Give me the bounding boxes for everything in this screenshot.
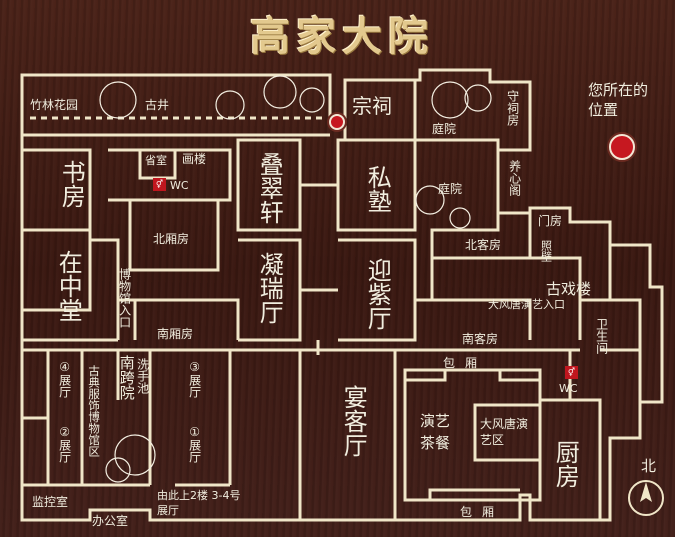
dieciu-label: 叠翠轩 — [255, 152, 284, 224]
box-bottom-wall — [428, 488, 520, 500]
handwash-label: 洗手池 — [135, 358, 150, 394]
yingzi-label: 迎紫厅 — [363, 258, 392, 330]
tree-icon — [415, 185, 445, 215]
museum-corridor — [108, 148, 240, 340]
south-guest-label: 南客房 — [462, 332, 499, 346]
wc-label-1: WC — [170, 179, 189, 192]
nankuayuan-label: 南跨院 — [117, 355, 136, 400]
banquet-label: 宴客厅 — [339, 385, 368, 457]
study-label: 书房 — [57, 160, 86, 208]
marker-dot[interactable] — [329, 114, 345, 130]
south-wing-label: 南厢房 — [157, 327, 194, 341]
hall2-label: ②展厅 — [57, 425, 72, 463]
box-top-label: 包厢 — [443, 356, 488, 370]
hall4-label: ④展厅 — [57, 360, 72, 398]
wc-icon: ⚥ — [153, 178, 166, 191]
painting-tower-label: 画楼 — [182, 152, 207, 166]
private-school-label: 私塾 — [363, 165, 392, 213]
tree-icon — [114, 434, 156, 476]
tree-icon — [99, 81, 137, 119]
office-label: 办公室 — [92, 514, 129, 528]
north-guest-label: 北客房 — [465, 238, 502, 252]
tree-icon — [299, 87, 325, 113]
tree-icon — [215, 90, 245, 120]
museum-entry-label: 博物馆入口 — [117, 268, 132, 328]
wc-label-2: WC — [559, 382, 578, 395]
hall1-label: ①展厅 — [187, 425, 202, 463]
dieciu-wall — [236, 138, 302, 232]
yangxin-label: 养心阁 — [507, 160, 522, 196]
nankuayuan-wall — [116, 350, 152, 485]
box-top-wall — [405, 370, 540, 382]
tree-icon — [449, 207, 471, 229]
tang-hall-label: 大风唐演艺区 — [480, 417, 529, 447]
upstairs-label: 由此上2楼 3-4号展厅 — [157, 489, 241, 517]
theater-label: 古戏楼 — [546, 280, 592, 298]
hall31-wall — [175, 350, 232, 487]
hall3-label: ③展厅 — [187, 360, 202, 398]
sheng-room-label: 省室 — [145, 154, 167, 167]
north-label: 北 — [641, 457, 657, 475]
tree-icon — [105, 457, 131, 483]
tea-hall-label: 演艺茶餐 — [420, 412, 451, 452]
wc-icon: ⚥ — [565, 366, 578, 379]
bamboo-garden-label: 竹林花园 — [30, 98, 79, 112]
restroom-label: 卫生间 — [594, 318, 609, 354]
yingzi-wall — [338, 238, 417, 342]
south-guest-wall — [415, 258, 532, 340]
courtyard-a-label: 庭院 — [432, 122, 457, 136]
north-wing-label: 北厢房 — [153, 232, 190, 246]
ancestral-hall-wall — [343, 80, 417, 142]
tree-icon — [263, 75, 297, 109]
tree-icon — [464, 84, 492, 112]
left-column — [22, 148, 120, 342]
box-bottom-label: 包厢 — [460, 505, 505, 519]
banquet-wall — [298, 350, 397, 520]
tang-entry-label: 大风唐演艺入口 — [488, 298, 565, 311]
restroom-wall — [580, 298, 642, 350]
you-are-here-label: 您所在的位置 — [588, 81, 649, 119]
central-axis — [300, 183, 338, 355]
courtyard-b-label: 庭院 — [438, 182, 463, 196]
zhaobi-label: 照壁 — [539, 240, 553, 262]
tree-icon — [431, 81, 469, 119]
monitor-label: 监控室 — [32, 495, 69, 509]
ancestral-hall-label: 宗祠 — [352, 94, 392, 118]
zaizhongtang-label: 在中堂 — [54, 250, 83, 322]
kitchen-label: 厨房 — [551, 440, 580, 488]
tea-hall-wall — [403, 368, 542, 502]
ningrui-label: 凝瑞厅 — [255, 252, 284, 324]
old-well-label: 古井 — [145, 98, 170, 112]
gate-room-label: 门房 — [538, 214, 563, 228]
costume-museum-label: 古典服饰博物馆区 — [87, 365, 102, 457]
hall-columns — [22, 350, 150, 487]
you-are-here-dot[interactable] — [609, 134, 635, 160]
guard-room-label: 守祠房 — [505, 90, 520, 126]
